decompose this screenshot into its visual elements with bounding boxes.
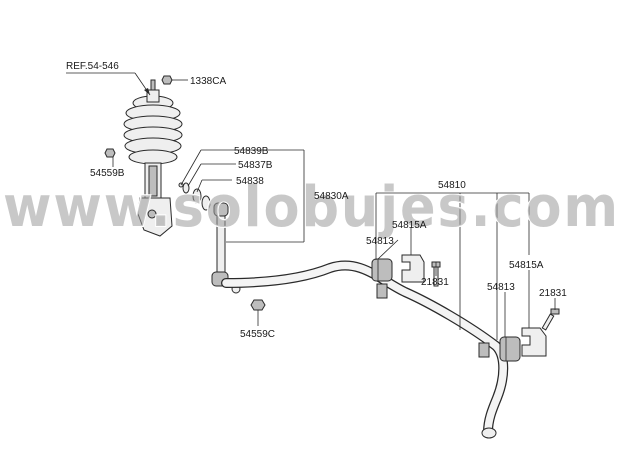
label-21831-left: 21831 bbox=[421, 277, 449, 288]
leader-lines bbox=[66, 72, 556, 340]
strut-assembly bbox=[123, 79, 183, 237]
part-labels: REF.54-546 1338CA 54559B 54839B 54837B 5… bbox=[66, 61, 567, 340]
bolt-21831-right bbox=[541, 308, 560, 331]
coil-spring bbox=[123, 104, 183, 165]
label-54810: 54810 bbox=[438, 180, 466, 191]
label-54813-left: 54813 bbox=[366, 236, 394, 247]
label-54559C: 54559C bbox=[240, 329, 275, 340]
bushing-54813-right bbox=[499, 336, 521, 362]
strut-body bbox=[137, 162, 173, 237]
bracket-54815A-left bbox=[401, 254, 425, 283]
bracket-54815A-right bbox=[521, 327, 547, 357]
bushing-54813-left bbox=[371, 258, 393, 282]
label-54830A: 54830A bbox=[314, 191, 349, 202]
stabilizer-bar bbox=[221, 260, 509, 439]
label-ref-54-546: REF.54-546 bbox=[66, 61, 119, 72]
label-54815A-right: 54815A bbox=[509, 260, 544, 271]
label-54815A-left: 54815A bbox=[392, 220, 427, 231]
label-21831-right: 21831 bbox=[539, 288, 567, 299]
nut-54559C bbox=[250, 299, 266, 311]
label-1338CA: 1338CA bbox=[190, 76, 226, 87]
nut-54559B bbox=[104, 148, 116, 158]
label-54813-right: 54813 bbox=[487, 282, 515, 293]
nut-1338CA bbox=[161, 75, 173, 85]
label-54559B: 54559B bbox=[90, 168, 125, 179]
label-54839B: 54839B bbox=[234, 146, 269, 157]
watermark-text: www.solobujes.com bbox=[3, 175, 620, 240]
label-54837B: 54837B bbox=[238, 160, 273, 171]
label-54838: 54838 bbox=[236, 176, 264, 187]
